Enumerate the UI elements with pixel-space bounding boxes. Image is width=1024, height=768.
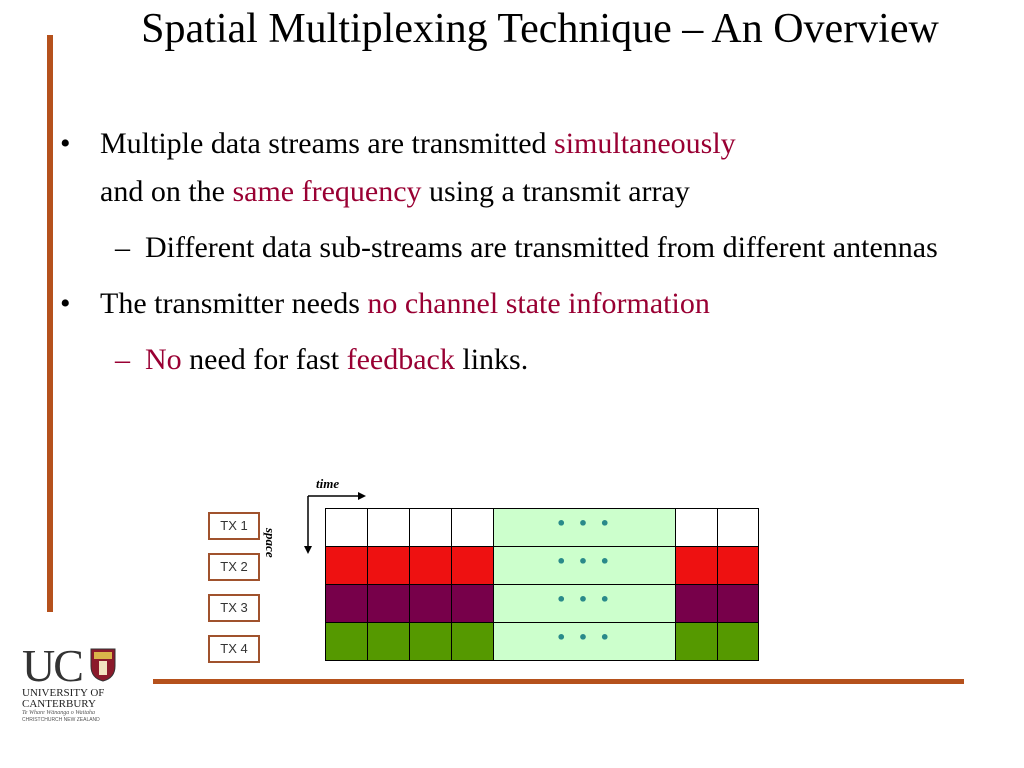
bullet-list: • Multiple data streams are transmitted … xyxy=(60,120,960,384)
highlight-text: feedback xyxy=(346,343,455,376)
symbol-cell xyxy=(451,509,493,546)
logo-mark: UC xyxy=(22,640,84,691)
symbol-cell xyxy=(409,623,451,660)
axis-arrows-icon xyxy=(304,492,366,554)
symbol-cell xyxy=(675,585,717,622)
stream-row-tx4: • • • xyxy=(325,623,759,661)
university-logo: UC UNIVERSITY OF CANTERBURY Te Whare Wān… xyxy=(22,640,122,723)
sub-bullet-marker: – xyxy=(115,343,130,376)
space-axis-label: space xyxy=(263,528,278,558)
ellipsis-gap: • • • xyxy=(493,547,675,584)
highlight-text: same frequency xyxy=(232,175,422,208)
sub-bullet-text: Different data sub-streams are transmitt… xyxy=(145,231,938,264)
bottom-accent-bar xyxy=(153,679,964,684)
bullet-text: Multiple data streams are transmitted xyxy=(100,127,555,160)
sub-bullet-item-2: – No need for fast feedback links. xyxy=(60,336,960,384)
symbol-cell xyxy=(409,585,451,622)
logo-line-4: CHRISTCHURCH NEW ZEALAND xyxy=(22,717,100,723)
tx1-antenna-label: TX 1 xyxy=(208,512,260,540)
left-accent-bar xyxy=(47,35,53,612)
highlight-text: no channel state information xyxy=(367,287,710,320)
stream-row-tx1: • • • xyxy=(325,508,759,547)
time-axis-label: time xyxy=(316,476,340,491)
sub-bullet-text: need for fast xyxy=(181,343,347,376)
slide-title: Spatial Multiplexing Technique – An Over… xyxy=(141,6,939,52)
bullet-text: The transmitter needs xyxy=(100,287,368,320)
symbol-cell xyxy=(367,585,409,622)
symbol-cell xyxy=(325,623,367,660)
symbol-cell xyxy=(717,509,759,546)
symbol-cell xyxy=(325,585,367,622)
symbol-cell xyxy=(675,509,717,546)
highlight-text: No xyxy=(145,343,182,376)
logo-line-2: CANTERBURY xyxy=(22,698,96,710)
symbol-cell xyxy=(451,623,493,660)
symbol-cell xyxy=(325,509,367,546)
highlight-text: simultaneously xyxy=(554,127,736,160)
ellipsis-gap: • • • xyxy=(493,623,675,660)
symbol-cell xyxy=(717,547,759,584)
symbol-cell xyxy=(325,547,367,584)
symbol-cell xyxy=(675,547,717,584)
ellipsis-gap: • • • xyxy=(493,509,675,546)
stream-row-tx3: • • • xyxy=(325,585,759,623)
tx3-antenna-label: TX 3 xyxy=(208,594,260,622)
sub-bullet-marker: – xyxy=(115,231,130,264)
symbol-cell xyxy=(367,623,409,660)
bullet-text: using a transmit array xyxy=(421,175,690,208)
logo-line-1: UNIVERSITY OF xyxy=(22,687,105,699)
symbol-cell xyxy=(409,509,451,546)
sub-bullet-text: links. xyxy=(454,343,529,376)
tx2-antenna-label: TX 2 xyxy=(208,553,260,581)
tx4-antenna-label: TX 4 xyxy=(208,635,260,663)
symbol-cell xyxy=(451,547,493,584)
bullet-marker: • xyxy=(60,287,71,320)
symbol-cell xyxy=(367,547,409,584)
ellipsis-gap: • • • xyxy=(493,585,675,622)
logo-line-3: Te Whare Wānanga o Waitaha xyxy=(22,710,96,716)
symbol-cell xyxy=(717,585,759,622)
bullet-item-1: • Multiple data streams are transmitted … xyxy=(60,120,960,216)
symbol-cell xyxy=(675,623,717,660)
bullet-item-2: • The transmitter needs no channel state… xyxy=(60,280,960,328)
symbol-cell xyxy=(367,509,409,546)
stream-row-tx2: • • • xyxy=(325,547,759,585)
symbol-cell xyxy=(451,585,493,622)
stream-grid: • • • • • • • • • • • • xyxy=(325,508,759,661)
bullet-text: and on the xyxy=(100,175,233,208)
crest-icon xyxy=(90,648,116,682)
bullet-marker: • xyxy=(60,127,71,160)
sub-bullet-item-1: – Different data sub-streams are transmi… xyxy=(60,224,960,272)
symbol-cell xyxy=(717,623,759,660)
symbol-cell xyxy=(409,547,451,584)
